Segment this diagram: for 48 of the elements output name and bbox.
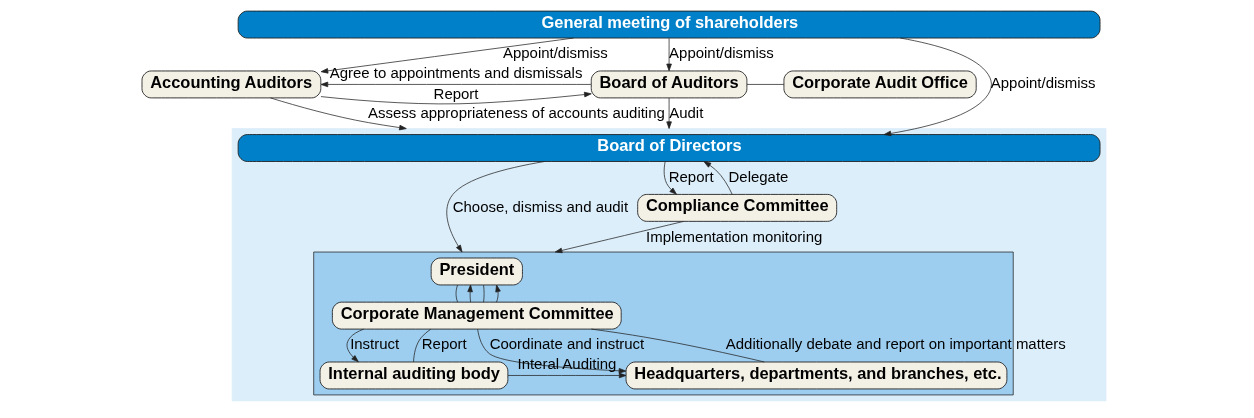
node-box: Internal auditing body [319,361,509,390]
connector [455,284,458,303]
arrow [663,161,677,195]
arrow [666,97,672,129]
edge-label: Instruct [350,335,400,353]
node-box: Headquarters, departments, and branches, etc. [625,361,1008,390]
cluster [313,251,1014,396]
arrow [346,328,364,363]
arrow [320,81,592,88]
arrow [507,372,627,379]
node-box: Corporate Management Committee [331,301,622,330]
arrow [270,97,407,131]
edge-label: Appoint/dismiss [669,44,774,62]
edge-label: Assess appropriateness of accounts auditing [368,104,665,122]
edge-label: Report [433,84,479,102]
arrow [320,91,592,105]
node-box: General meeting of shareholders [237,10,1101,39]
edge-label: Audit [669,104,704,122]
connector [746,84,785,85]
edge-label: Appoint/dismiss [990,74,1096,92]
edge-label: Interal Auditing [517,354,617,372]
arrow [883,37,992,137]
arrow [446,161,545,253]
connector [591,328,765,363]
node-box: Accounting Auditors [141,70,322,99]
connector [413,328,432,363]
edge-label: Delegate [728,167,789,185]
arrow [467,284,473,303]
edge-label: Report [668,167,714,185]
node-box: Board of Directors [237,134,1101,162]
arrow [495,284,501,303]
arrow [666,37,672,72]
edge-label: Agree to appointments and dismissals [329,63,583,81]
edge-label: Implementation monitoring [646,227,823,245]
arrow [320,37,574,74]
arrow [703,161,733,195]
arrow [554,221,684,254]
node-box: Board of Auditors [590,70,748,99]
node-box: President [430,257,523,286]
connector [483,284,485,303]
arrow [477,328,627,374]
node-box: Corporate Audit Office [783,70,977,99]
edge-label: Appoint/dismiss [503,44,608,62]
node-box: Compliance Committee [637,193,838,222]
edge-label: Report [421,335,467,353]
edge-label: Coordinate and instruct [489,335,645,353]
edge-label: Additionally debate and report on important matters [725,335,1066,353]
edge-label: Choose, dismiss and audit [452,197,629,215]
